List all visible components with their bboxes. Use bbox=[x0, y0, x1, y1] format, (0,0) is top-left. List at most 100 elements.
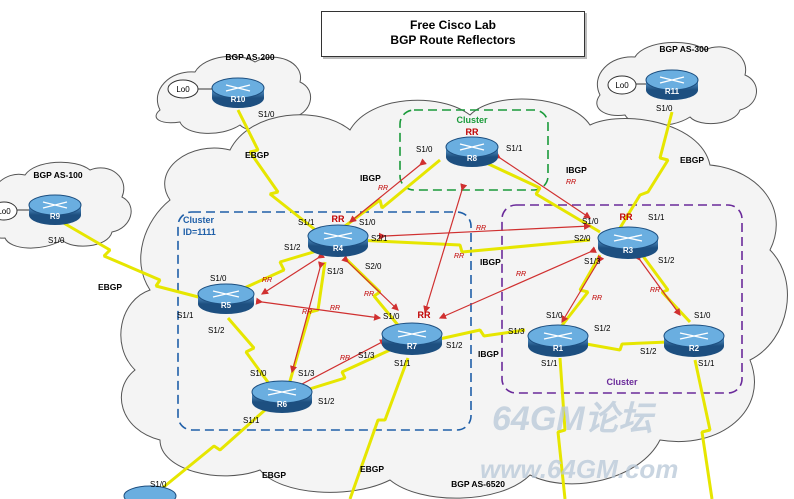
router-r8[interactable]: R8 bbox=[445, 136, 499, 167]
loopback-label: Lo0 bbox=[615, 81, 629, 90]
link-r6-ebgp bbox=[159, 408, 266, 492]
router-r7[interactable]: R7 bbox=[381, 322, 443, 355]
cluster-r3-name: Cluster bbox=[606, 377, 638, 387]
router-label: R3 bbox=[623, 246, 634, 255]
iface-label: S1/0 bbox=[582, 217, 599, 226]
iface-label: S1/0 bbox=[694, 311, 711, 320]
link-r5-r6 bbox=[226, 317, 272, 386]
title-line-2: BGP Route Reflectors bbox=[390, 33, 516, 47]
link-r10-r4 bbox=[236, 109, 319, 234]
ibgp-label: IBGP bbox=[566, 165, 587, 175]
router-label: R6 bbox=[277, 400, 288, 409]
loopback-r9: Lo0 bbox=[0, 201, 29, 221]
router-label: R2 bbox=[689, 344, 700, 353]
iface-label: S1/3 bbox=[327, 267, 344, 276]
router-label: R7 bbox=[407, 342, 418, 351]
rr-r3-r1 bbox=[561, 255, 605, 324]
as300-label: BGP AS-300 bbox=[659, 44, 708, 54]
router-r3[interactable]: R3 bbox=[597, 226, 659, 259]
router-r11[interactable]: R11 bbox=[645, 69, 699, 100]
loopback-r10: Lo0 bbox=[167, 79, 212, 99]
iface-label: S1/2 bbox=[208, 326, 225, 335]
iface-label: S1/3 bbox=[508, 327, 525, 336]
rr-label: RR bbox=[330, 305, 340, 312]
core-as-label: BGP AS-6520 bbox=[451, 479, 505, 489]
rr-label: RR bbox=[302, 309, 312, 316]
iface-label: S1/1 bbox=[298, 218, 315, 227]
rr-r4-r3 bbox=[378, 222, 592, 240]
iface-label: S1/2 bbox=[446, 341, 463, 350]
iface-label: S1/3 bbox=[298, 369, 315, 378]
router-r6[interactable]: R6 bbox=[251, 380, 313, 413]
ebgp-label: EBGP bbox=[245, 150, 269, 160]
watermark-forum-text: 64GM论坛 bbox=[492, 400, 657, 438]
iface-label: S1/0 bbox=[416, 145, 433, 154]
link-r11-r3 bbox=[618, 111, 674, 229]
iface-label: S1/1 bbox=[177, 311, 194, 320]
loopback-label: Lo0 bbox=[176, 85, 190, 94]
cluster-1111-name: Cluster bbox=[183, 215, 215, 225]
iface-label: S1/0 bbox=[383, 312, 400, 321]
router-r2[interactable]: R2 bbox=[663, 324, 725, 357]
iface-label: S1/0 bbox=[150, 480, 167, 489]
as100-label: BGP AS-100 bbox=[33, 170, 82, 180]
title-line-1: Free Cisco Lab bbox=[409, 18, 497, 32]
iface-label: S1/0 bbox=[250, 369, 267, 378]
iface-label: S1/3 bbox=[358, 351, 375, 360]
cluster-r8-name: Cluster bbox=[456, 115, 488, 125]
ibgp-label: IBGP bbox=[478, 349, 499, 359]
rr-label: RR bbox=[476, 225, 486, 232]
iface-label: S1/2 bbox=[284, 243, 301, 252]
router-label: R9 bbox=[50, 212, 61, 221]
as200-label: BGP AS-200 bbox=[225, 52, 274, 62]
link-r1-r2 bbox=[574, 340, 669, 352]
rr-r5-r7 bbox=[255, 297, 382, 321]
iface-label: S1/2 bbox=[658, 256, 675, 265]
iface-label: S1/0 bbox=[48, 236, 65, 245]
iface-label: S1/0 bbox=[258, 110, 275, 119]
iface-label: S2/1 bbox=[371, 234, 388, 243]
rr-label: RR bbox=[566, 179, 576, 186]
iface-label: S1/1 bbox=[541, 359, 558, 368]
router-r10[interactable]: R10 bbox=[211, 77, 265, 108]
iface-label: S1/0 bbox=[210, 274, 227, 283]
router-r1[interactable]: R1 bbox=[527, 324, 589, 357]
cluster-1111-box bbox=[177, 211, 472, 431]
loopback-label: Lo0 bbox=[0, 207, 11, 216]
rr-label: RR bbox=[340, 355, 350, 362]
cluster-r8-box bbox=[399, 109, 549, 191]
iface-label: S1/1 bbox=[698, 359, 715, 368]
rr-tag-r4: RR bbox=[332, 214, 345, 224]
iface-label: S1/1 bbox=[648, 213, 665, 222]
cluster-1111-id: ID=1111 bbox=[183, 227, 216, 237]
iface-label: S1/2 bbox=[640, 347, 657, 356]
router-r4[interactable]: R4 bbox=[307, 224, 369, 257]
router-label: R4 bbox=[333, 244, 344, 253]
rr-label: RR bbox=[650, 287, 660, 294]
link-r1-down bbox=[556, 357, 567, 499]
rr-label: RR bbox=[592, 295, 602, 302]
rr-tag-r3: RR bbox=[620, 212, 633, 222]
link-r7-ebgp bbox=[348, 357, 410, 499]
rr-label: RR bbox=[378, 185, 388, 192]
router-r9[interactable]: R9 bbox=[28, 194, 82, 225]
ebgp-label: EBGP bbox=[680, 155, 704, 165]
router-r5[interactable]: R5 bbox=[197, 283, 255, 314]
iface-label: S1/2 bbox=[594, 324, 611, 333]
rr-label: RR bbox=[262, 277, 272, 284]
iface-label: S1/0 bbox=[656, 104, 673, 113]
rr-label: RR bbox=[364, 291, 374, 298]
ibgp-label: IBGP bbox=[360, 173, 381, 183]
iface-label: S1/1 bbox=[243, 416, 260, 425]
iface-label: S1/0 bbox=[546, 311, 563, 320]
ibgp-label: IBGP bbox=[480, 257, 501, 267]
rr-r8-r3 bbox=[493, 151, 591, 219]
loopback-r11: Lo0 bbox=[607, 75, 646, 95]
link-r7-r1 bbox=[434, 328, 526, 342]
watermark-url-text: www.64GM.com bbox=[480, 454, 678, 484]
iface-label: S1/3 bbox=[584, 257, 601, 266]
router-label: R5 bbox=[221, 301, 232, 310]
rr-label: RR bbox=[516, 271, 526, 278]
